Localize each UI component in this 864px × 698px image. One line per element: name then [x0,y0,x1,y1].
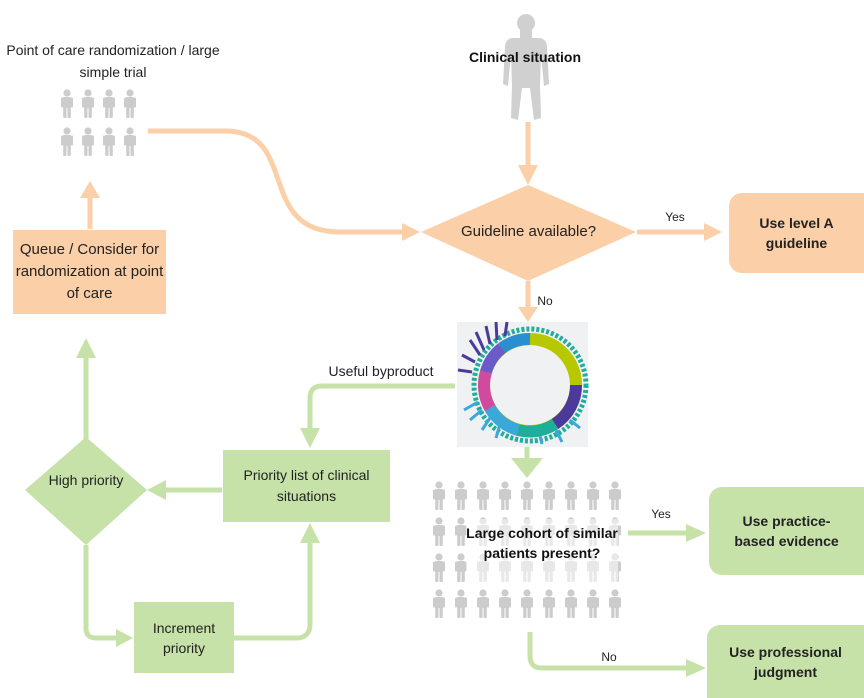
queue-text: Queue / Consider for randomization at po… [15,241,164,302]
orange-connectors [87,122,705,309]
yes-label-cohort: Yes [651,507,671,521]
guideline-question-text: Guideline available? [460,223,597,240]
sunburst-chart-image [457,321,589,447]
green-arrowheads [76,338,706,677]
use-professional-text: Use professional judgment [729,643,842,680]
trial-to-decision-line [148,128,404,235]
orange-arrowheads [80,165,722,322]
byproduct-line [307,383,455,430]
high-priority-text: High priority [48,472,124,488]
use-practice-based-text: Use practice-based evidence [734,513,839,549]
use-level-a-guideline-box: Use level A guideline [729,193,864,273]
trial-people-icon [61,89,136,156]
useful-byproduct-label: Useful byproduct [328,363,434,379]
trial-label: Point of care randomization / large simp… [6,42,220,80]
queue-randomization-box: Queue / Consider for randomization at po… [13,230,166,314]
use-level-a-text: Use level A guideline [759,215,834,251]
high-priority-diamond [25,437,147,545]
priority-list-box: Priority list of clinical situations [223,450,390,522]
increment-priority-text: Increment priority [152,619,216,656]
no-label-cohort: No [601,650,617,664]
cohort-question-text: Large cohort of similar patients present… [466,525,618,561]
no-label-guideline: No [537,294,553,308]
yes-label-guideline: Yes [665,210,685,224]
priority-list-text: Priority list of clinical situations [243,467,370,504]
clinical-situation-label: Clinical situation [468,49,581,65]
increment-priority-box: Increment priority [134,602,234,673]
guideline-decision-diamond [421,185,636,281]
increment-up-line [234,540,313,641]
no-to-judgment-line [527,632,688,671]
use-professional-judgment-box: Use professional judgment [707,625,864,698]
green-connectors [83,355,688,671]
high-down-line [83,545,118,641]
patient-silhouette-icon [503,14,549,120]
use-practice-based-evidence-box: Use practice-based evidence [709,487,864,575]
